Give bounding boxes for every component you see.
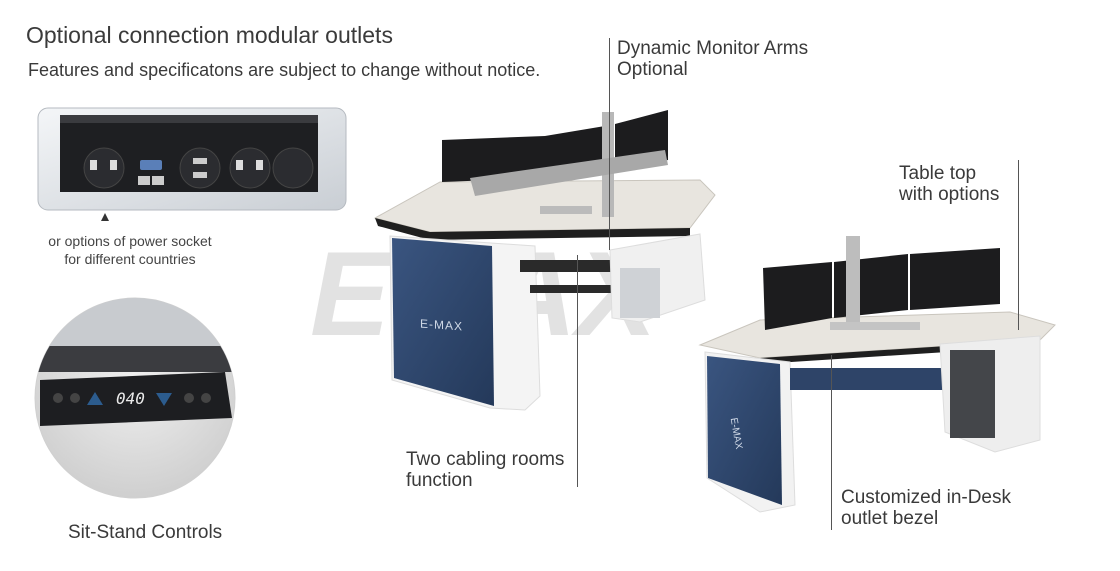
- desk-logo-large: E-MAX: [420, 316, 464, 334]
- monitor-arms-line1: Dynamic Monitor Arms: [617, 38, 809, 59]
- tabletop-line2: with options: [899, 184, 1000, 205]
- power-socket-right: [229, 147, 271, 189]
- data-ports: [138, 160, 164, 185]
- bezel-leader-line: [831, 355, 832, 530]
- tabletop-line1: Table top: [899, 163, 977, 184]
- bezel-line1: Customized in-Desk: [841, 487, 1011, 508]
- outlet-caption-line1: or options of power socket: [48, 233, 212, 249]
- large-desk-image: [373, 110, 716, 411]
- cabling-callout: Two cabling rooms function: [406, 449, 564, 491]
- outlet-caption-line2: for different countries: [64, 251, 196, 267]
- outlet-caption: or options of power socket for different…: [30, 232, 230, 268]
- monitor-arms-line2: Optional: [617, 59, 688, 80]
- monitor-arms-leader-line: [609, 38, 610, 250]
- height-display: 040: [116, 389, 145, 408]
- bezel-line2: outlet bezel: [841, 508, 939, 529]
- cabling-line2: function: [406, 470, 473, 491]
- outlet-panel-image: [37, 107, 347, 221]
- sit-stand-label: Sit-Stand Controls: [68, 522, 223, 543]
- pointer-up-icon: [101, 213, 109, 221]
- page-title: Optional connection modular outlets: [26, 22, 393, 48]
- cabling-line1: Two cabling rooms: [406, 449, 565, 470]
- usb-ports: [179, 147, 221, 189]
- monitor-arms-callout: Dynamic Monitor Arms Optional: [617, 38, 808, 80]
- tabletop-leader-line: [1018, 160, 1019, 330]
- tabletop-callout: Table top with options: [899, 163, 999, 205]
- up-arrow-icon: [87, 392, 103, 405]
- bezel-callout: Customized in-Desk outlet bezel: [841, 487, 1011, 529]
- down-arrow-icon: [156, 393, 172, 406]
- cabling-leader-line: [577, 255, 578, 487]
- small-desk-image: [698, 236, 1056, 513]
- page-subtitle: Features and specificatons are subject t…: [28, 60, 541, 80]
- power-socket-left: [83, 147, 125, 189]
